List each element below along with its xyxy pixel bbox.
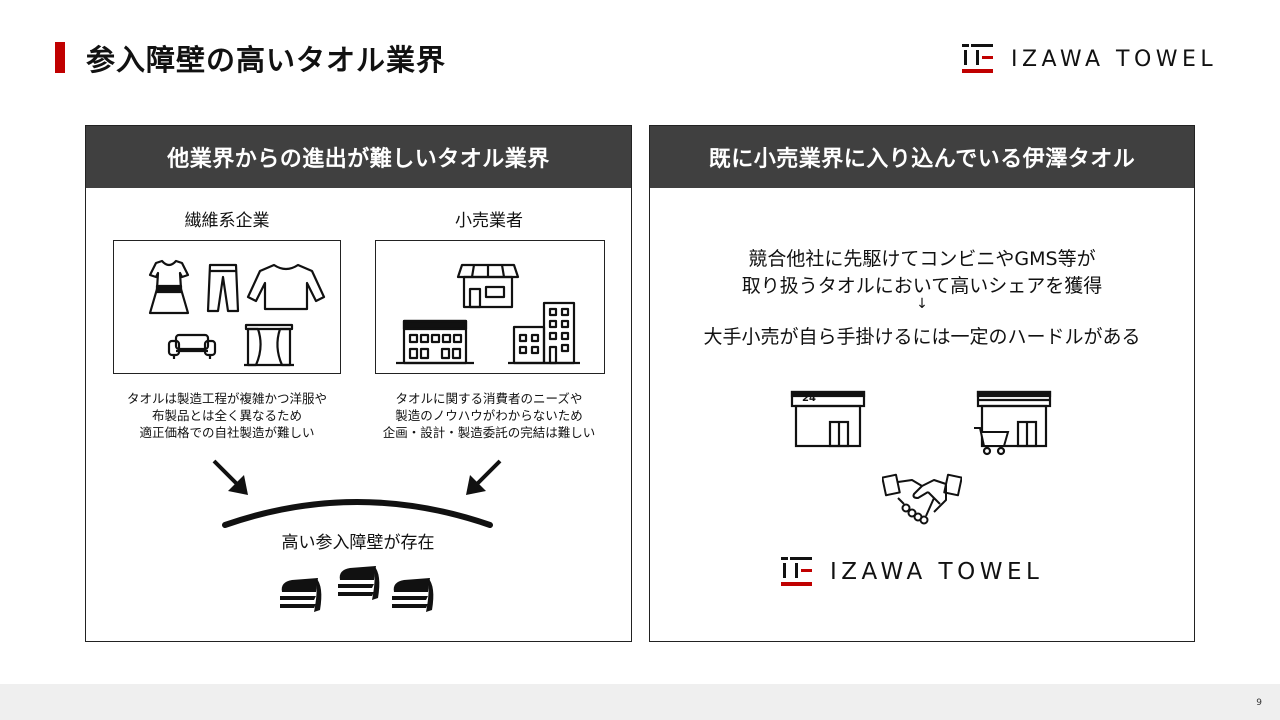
towel-icon (280, 578, 322, 612)
textile-description: タオルは製造工程が複雑かつ洋服や 布製品とは全く異なるため 適正価格での自社製造… (127, 390, 327, 441)
store-building-icon (396, 319, 474, 365)
office-building-icon (508, 301, 580, 365)
share-text-line: 競合他社に先駆けてコンビニやGMS等が (748, 248, 1096, 270)
barrier-label: 高い参入障壁が存在 (281, 533, 435, 553)
sofa-icon (167, 333, 217, 359)
textile-desc-line: タオルは製造工程が複雑かつ洋服や (126, 391, 328, 406)
convenience-store-icon: 24 (790, 388, 866, 448)
arrow-down-left-icon (466, 459, 502, 495)
footer-bar: 9 (0, 684, 1280, 720)
logo-mark-icon (962, 44, 993, 73)
arrow-down-right-icon (212, 459, 248, 495)
left-panel: 他業界からの進出が難しいタオル業界 繊維系企業 小売業者 (85, 125, 632, 642)
dress-icon (148, 259, 190, 315)
handshake-icon (882, 473, 962, 525)
share-text-line: 取り扱うタオルにおいて高いシェアを獲得 (741, 275, 1103, 297)
towel-icon (392, 578, 434, 612)
logo-text: IZAWA TOWEL (1011, 46, 1218, 72)
shopping-cart-icon (974, 427, 1010, 456)
shirt-icon (246, 263, 326, 311)
page-title: 参入障壁の高いタオル業界 (86, 43, 447, 77)
company-logo: IZAWA TOWEL (962, 44, 1217, 74)
store-sign-text: 24 (802, 393, 816, 404)
curtain-icon (244, 323, 294, 367)
pants-icon (206, 263, 240, 313)
towel-icon (338, 566, 380, 600)
page-number: 9 (1256, 698, 1262, 708)
logo-mark-icon (781, 557, 812, 586)
barrier-arc (222, 499, 493, 528)
panel-logo-text: IZAWA TOWEL (830, 559, 1044, 585)
retail-desc-line: 製造のノウハウがわからないため (395, 408, 583, 423)
barrier-diagram (212, 459, 502, 528)
retail-desc-line: 企画・設計・製造委託の完結は難しい (382, 425, 596, 440)
title-accent-bar (55, 42, 65, 73)
textile-illustration (113, 240, 341, 374)
left-panel-heading: 他業界からの進出が難しいタオル業界 (86, 126, 631, 188)
retail-label: 小売業者 (455, 211, 523, 231)
right-panel: 既に小売業界に入り込んでいる伊澤タオル 競合他社に先駆けてコンビニやGMS等が … (649, 125, 1195, 642)
down-arrow-icon: ↓ (916, 296, 928, 312)
textile-desc-line: 適正価格での自社製造が難しい (139, 425, 315, 440)
shop-icon (456, 263, 520, 309)
retail-description: タオルに関する消費者のニーズや 製造のノウハウがわからないため 企画・設計・製造… (383, 390, 596, 441)
textile-desc-line: 布製品とは全く異なるため (151, 408, 303, 423)
right-panel-heading: 既に小売業界に入り込んでいる伊澤タオル (650, 126, 1194, 188)
textile-label: 繊維系企業 (184, 211, 270, 231)
conclusion-text: 大手小売が自ら手掛けるには一定のハードルがある (703, 326, 1141, 348)
towel-stack-icons (280, 566, 434, 612)
retail-desc-line: タオルに関する消費者のニーズや (395, 391, 583, 406)
retail-illustration (375, 240, 605, 374)
panel-logo: IZAWA TOWEL (781, 557, 1043, 587)
supermarket-icon (974, 390, 1052, 456)
